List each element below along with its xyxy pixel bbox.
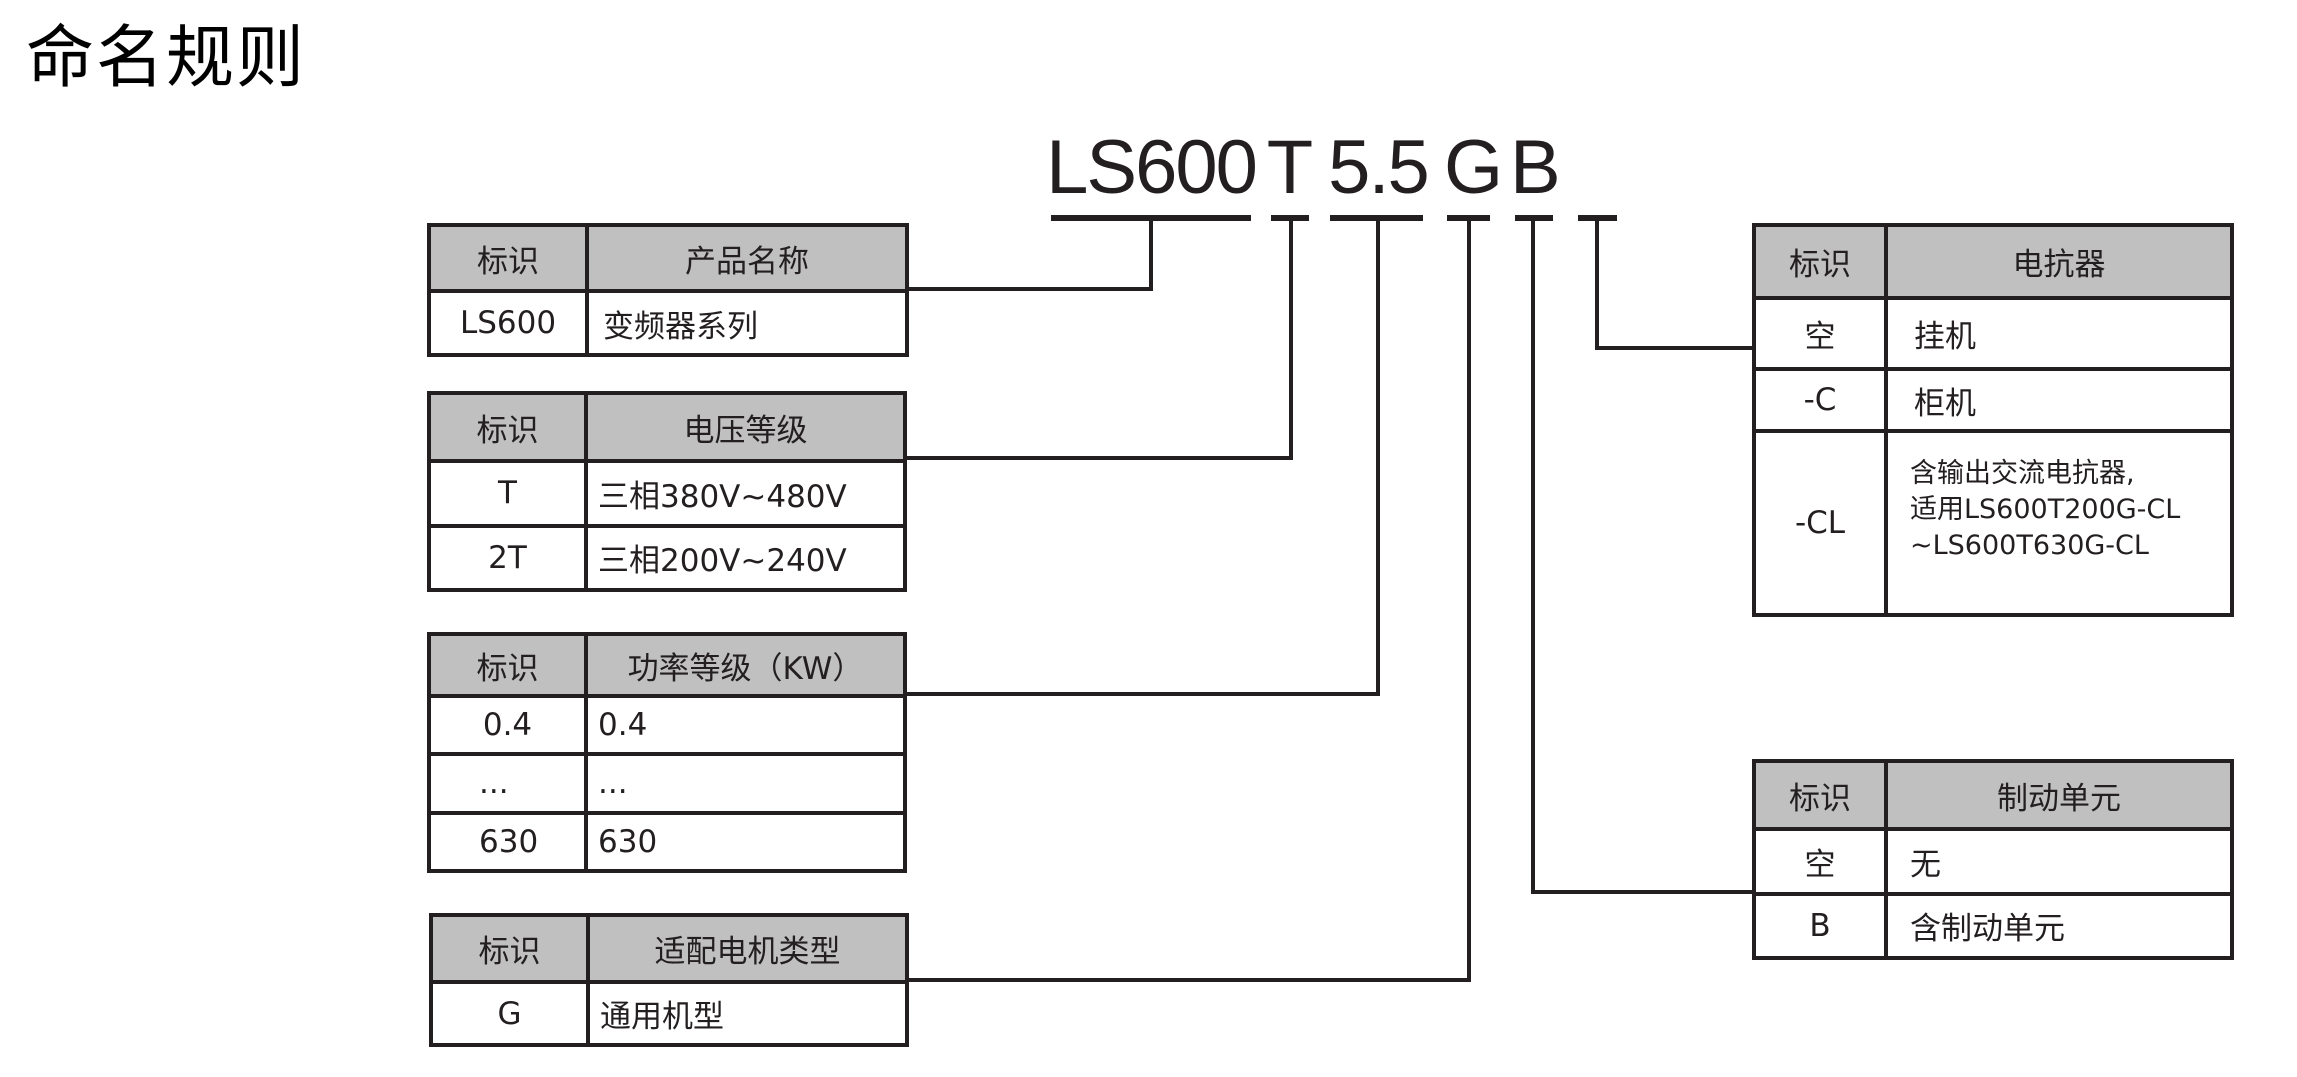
voltage-header-id: 标识 <box>427 391 588 463</box>
reactor-desc-line-3: ~LS600T630G-CL <box>1910 530 2149 561</box>
series-table: 标识 产品名称 LS600 变频器系列 <box>427 223 909 357</box>
connector-motor-v <box>1467 218 1471 982</box>
code-voltage: T <box>1266 125 1314 210</box>
connector-voltage-v <box>1289 218 1293 460</box>
motor-table: 标识 适配电机类型 G 通用机型 <box>429 913 909 1047</box>
table-row: -CL 含输出交流电抗器, 适用LS600T200G-CL ~LS600T630… <box>1752 429 2234 617</box>
connector-series-v <box>1149 218 1153 291</box>
voltage-row-id: T <box>427 459 588 528</box>
reactor-table: 标识 电抗器 空 挂机 -C 柜机 -CL 含输出交流电抗器, 适用LS600T… <box>1752 223 2234 617</box>
motor-header-id: 标识 <box>429 913 590 984</box>
connector-voltage-h <box>905 456 1293 460</box>
page-title: 命名规则 <box>26 19 307 98</box>
reactor-row-id: -CL <box>1752 429 1888 617</box>
voltage-header-name: 电压等级 <box>584 391 907 463</box>
brake-header-name: 制动单元 <box>1884 759 2234 831</box>
connector-brake-h <box>1531 890 1754 894</box>
reactor-header-name: 电抗器 <box>1884 223 2234 300</box>
table-row: ... ... <box>427 752 907 815</box>
code-power: 5.5 <box>1328 125 1430 210</box>
power-row-id: ... <box>427 752 588 815</box>
power-row-id: 630 <box>427 810 588 874</box>
voltage-row-desc: 三相200V~240V <box>584 523 907 592</box>
reactor-row-desc: 挂机 <box>1884 296 2234 371</box>
brake-row-id: B <box>1752 891 1888 960</box>
code-series: LS600 <box>1046 125 1258 210</box>
connector-brake-v <box>1531 218 1535 894</box>
table-row: T 三相380V~480V <box>427 459 907 528</box>
power-row-id: 0.4 <box>427 693 588 757</box>
reactor-row-id: 空 <box>1752 296 1888 371</box>
brake-row-id: 空 <box>1752 827 1888 896</box>
table-row: 630 630 <box>427 810 907 874</box>
series-header-id: 标识 <box>427 223 589 293</box>
reactor-desc-line-1: 含输出交流电抗器, <box>1910 458 2135 489</box>
reactor-row-desc: 柜机 <box>1884 367 2234 433</box>
motor-row-id: G <box>429 980 590 1047</box>
connector-series-h <box>905 287 1153 291</box>
connector-power-v <box>1376 218 1380 696</box>
reactor-header-id: 标识 <box>1752 223 1888 300</box>
connector-reactor-v <box>1595 218 1599 350</box>
table-row: 0.4 0.4 <box>427 693 907 757</box>
power-row-desc: 630 <box>584 810 907 874</box>
reactor-row-desc: 含输出交流电抗器, 适用LS600T200G-CL ~LS600T630G-CL <box>1884 429 2234 617</box>
table-row: G 通用机型 <box>429 980 909 1047</box>
table-row: 空 挂机 <box>1752 296 2234 371</box>
table-row: LS600 变频器系列 <box>427 289 909 357</box>
connector-motor-h <box>906 978 1471 982</box>
voltage-row-id: 2T <box>427 523 588 592</box>
series-row-id: LS600 <box>427 289 589 357</box>
voltage-table: 标识 电压等级 T 三相380V~480V 2T 三相200V~240V <box>427 391 907 592</box>
reactor-desc-line-2: 适用LS600T200G-CL <box>1910 494 2181 525</box>
table-row: 2T 三相200V~240V <box>427 523 907 592</box>
motor-row-desc: 通用机型 <box>586 980 909 1047</box>
series-header-name: 产品名称 <box>585 223 909 293</box>
table-row: -C 柜机 <box>1752 367 2234 433</box>
power-row-desc: 0.4 <box>584 693 907 757</box>
brake-row-desc: 含制动单元 <box>1884 891 2234 960</box>
connector-reactor-h <box>1595 346 1754 350</box>
brake-row-desc: 无 <box>1884 827 2234 896</box>
table-row: B 含制动单元 <box>1752 891 2234 960</box>
power-header-name: 功率等级（KW） <box>584 632 907 698</box>
brake-header-id: 标识 <box>1752 759 1888 831</box>
code-brake: B <box>1510 125 1561 210</box>
series-row-desc: 变频器系列 <box>585 289 909 357</box>
reactor-row-id: -C <box>1752 367 1888 433</box>
motor-header-name: 适配电机类型 <box>586 913 909 984</box>
power-header-id: 标识 <box>427 632 588 698</box>
brake-table: 标识 制动单元 空 无 B 含制动单元 <box>1752 759 2234 960</box>
power-table: 标识 功率等级（KW） 0.4 0.4 ... ... 630 630 <box>427 632 907 874</box>
voltage-row-desc: 三相380V~480V <box>584 459 907 528</box>
table-row: 空 无 <box>1752 827 2234 896</box>
power-row-desc: ... <box>584 752 907 815</box>
connector-power-h <box>905 692 1380 696</box>
code-motor: G <box>1444 125 1504 210</box>
